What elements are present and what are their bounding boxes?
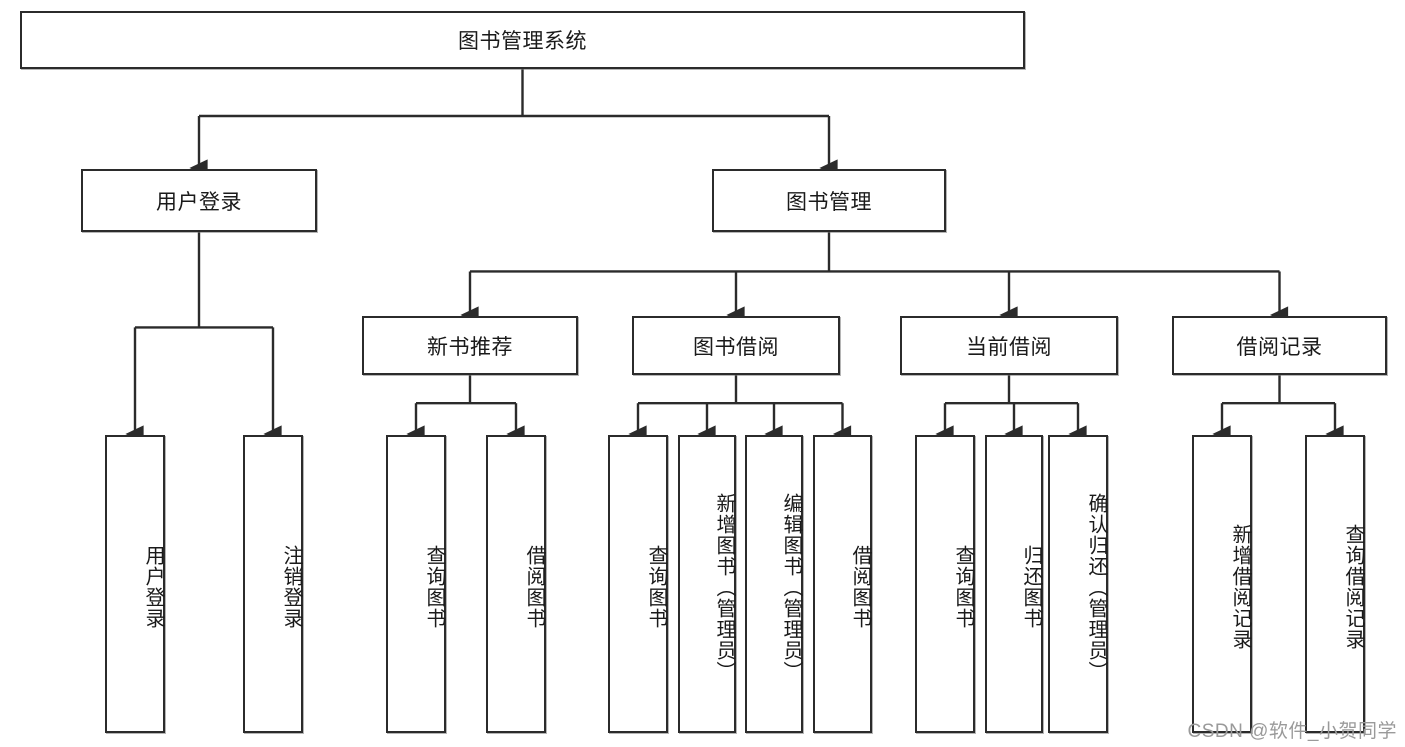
leaf-borrow-add-book-admin-label: 新增图书（管理员）: [713, 492, 735, 682]
node-user-login-module-label: 用户登录: [156, 190, 242, 214]
node-book-borrowing[interactable]: 图书借阅: [632, 316, 840, 375]
node-borrow-records-label: 借阅记录: [1236, 335, 1323, 359]
leaf-current-confirm-return-admin[interactable]: 确认归还（管理员）: [1048, 435, 1108, 733]
leaf-record-query-borrow-record-label: 查询借阅记录: [1342, 524, 1364, 650]
node-book-management-module[interactable]: 图书管理: [712, 169, 946, 232]
node-new-book-recommendation[interactable]: 新书推荐: [362, 316, 578, 375]
leaf-user-logout-label: 注销登录: [280, 545, 302, 629]
leaf-user-logout[interactable]: 注销登录: [243, 435, 303, 733]
leaf-newbook-borrow-books[interactable]: 借阅图书: [486, 435, 546, 733]
leaf-current-query-books-label: 查询图书: [952, 545, 974, 629]
leaf-borrow-borrow-books[interactable]: 借阅图书: [813, 435, 872, 733]
node-current-borrowing-label: 当前借阅: [966, 335, 1052, 359]
leaf-current-return-books[interactable]: 归还图书: [985, 435, 1043, 733]
node-book-management-module-label: 图书管理: [786, 190, 872, 214]
leaf-borrow-query-books[interactable]: 查询图书: [608, 435, 668, 733]
leaf-record-query-borrow-record[interactable]: 查询借阅记录: [1305, 435, 1365, 733]
leaf-current-confirm-return-admin-label: 确认归还（管理员）: [1085, 492, 1107, 682]
leaf-newbook-query-books-label: 查询图书: [423, 545, 445, 629]
leaf-borrow-borrow-books-label: 借阅图书: [849, 545, 871, 629]
node-new-book-recommendation-label: 新书推荐: [427, 335, 513, 359]
node-user-login-module[interactable]: 用户登录: [81, 169, 317, 232]
leaf-record-add-borrow-record-label: 新增借阅记录: [1229, 524, 1251, 650]
leaf-newbook-borrow-books-label: 借阅图书: [523, 545, 545, 629]
leaf-borrow-query-books-label: 查询图书: [645, 545, 667, 629]
leaf-current-query-books[interactable]: 查询图书: [915, 435, 975, 733]
node-book-borrowing-label: 图书借阅: [693, 335, 779, 359]
node-root-label: 图书管理系统: [458, 30, 587, 53]
leaf-user-login[interactable]: 用户登录: [105, 435, 165, 733]
leaf-borrow-edit-book-admin[interactable]: 编辑图书（管理员）: [745, 435, 803, 733]
leaf-borrow-edit-book-admin-label: 编辑图书（管理员）: [780, 492, 802, 682]
leaf-current-return-books-label: 归还图书: [1020, 545, 1042, 629]
leaf-newbook-query-books[interactable]: 查询图书: [386, 435, 446, 733]
node-root[interactable]: 图书管理系统: [20, 11, 1025, 69]
leaf-borrow-add-book-admin[interactable]: 新增图书（管理员）: [678, 435, 736, 733]
leaf-user-login-label: 用户登录: [142, 545, 164, 629]
leaf-record-add-borrow-record[interactable]: 新增借阅记录: [1192, 435, 1252, 733]
node-current-borrowing[interactable]: 当前借阅: [900, 316, 1118, 375]
node-borrow-records[interactable]: 借阅记录: [1172, 316, 1387, 375]
